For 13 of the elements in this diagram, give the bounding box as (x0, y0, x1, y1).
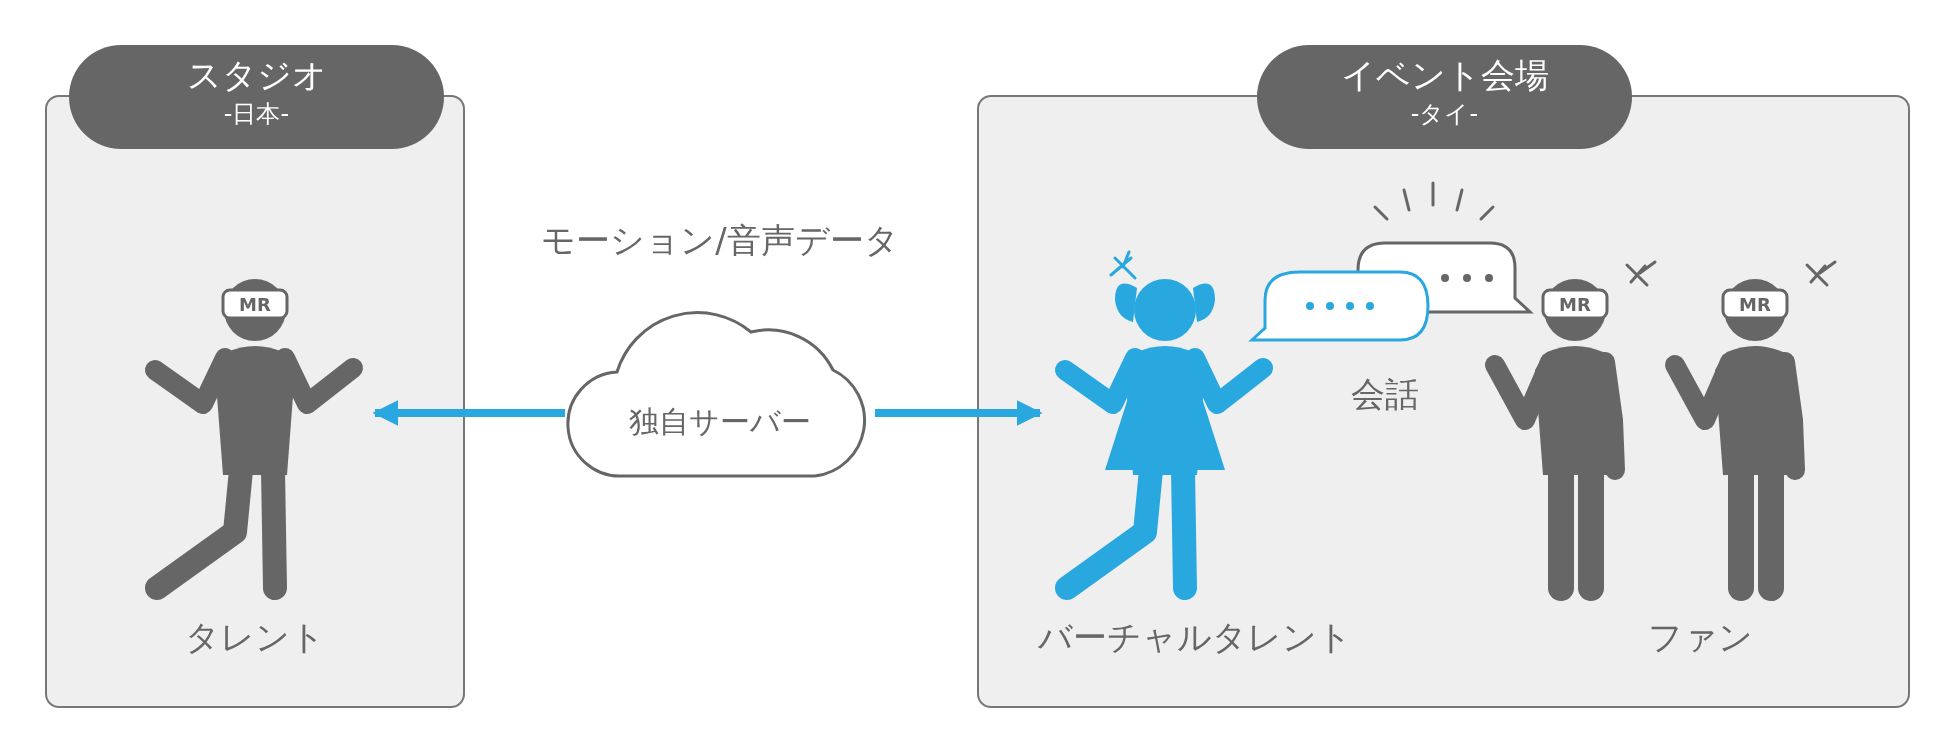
venue-subtitle: -日本- (222, 99, 291, 130)
data-caption: モーション/音声データ (540, 219, 900, 262)
conversation-label: 会話 (1350, 373, 1420, 416)
server-label: 独自サーバー (628, 403, 812, 441)
figure-caption: ファン (1646, 616, 1754, 659)
venue-subtitle: -タイ- (1409, 99, 1480, 130)
headset-label: MR (239, 294, 271, 315)
venue-title: スタジオ (185, 54, 328, 97)
headset-label: MR (1739, 294, 1771, 315)
figure-caption: バーチャルタレント (1037, 616, 1353, 659)
venue-title: イベント会場 (1339, 54, 1550, 97)
figure-caption: タレント (184, 616, 326, 659)
headset-label: MR (1559, 294, 1591, 315)
